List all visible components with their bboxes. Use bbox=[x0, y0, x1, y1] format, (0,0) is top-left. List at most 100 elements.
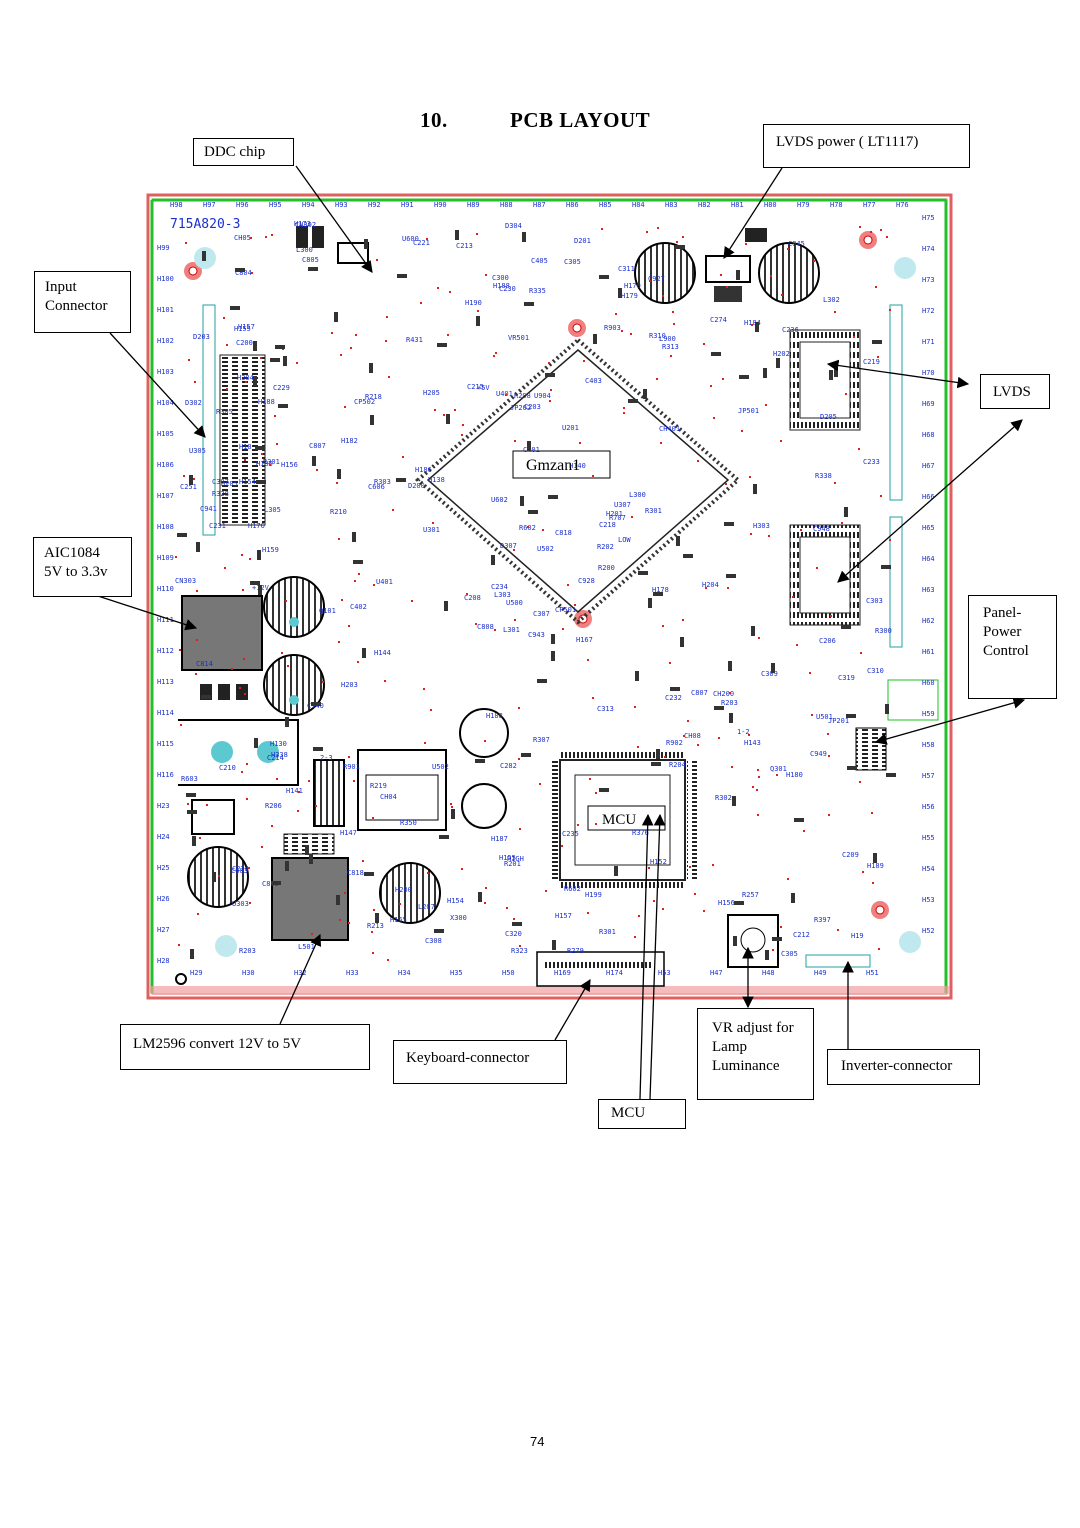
callout-aic1084-line2: 5V to 3.3v bbox=[44, 564, 108, 580]
via-marker bbox=[338, 641, 340, 643]
via-marker bbox=[246, 798, 248, 800]
silk-part-label: H173 bbox=[294, 220, 311, 228]
passive-component bbox=[711, 352, 721, 356]
silk-part-label: U602 bbox=[491, 496, 508, 504]
passive-component bbox=[212, 872, 216, 882]
silk-part-label: H205 bbox=[423, 389, 440, 397]
silk-part-label: C251 bbox=[180, 483, 197, 491]
page-number: 74 bbox=[530, 1434, 545, 1449]
via-marker bbox=[485, 274, 487, 276]
arrow-ddc-chip bbox=[295, 165, 373, 273]
callout-lm2596-text: LM2596 convert 12V to 5V bbox=[133, 1036, 302, 1052]
passive-component bbox=[254, 738, 258, 748]
silk-part-label: L501 bbox=[298, 943, 315, 951]
silk-label-left: H28 bbox=[157, 957, 170, 965]
silk-part-label: C808 bbox=[477, 623, 494, 631]
passive-component bbox=[196, 542, 200, 552]
silk-part-label: D201 bbox=[574, 237, 591, 245]
silk-label-top: H95 bbox=[269, 201, 282, 209]
silk-part-label: D205 bbox=[820, 413, 837, 421]
passive-component bbox=[308, 267, 318, 271]
via-marker bbox=[427, 872, 429, 874]
silk-part-label: C807 bbox=[691, 689, 708, 697]
silk-part-label: H189 bbox=[867, 862, 884, 870]
passive-component bbox=[309, 854, 313, 864]
silk-part-label: C805 bbox=[302, 256, 319, 264]
silk-part-label: C405 bbox=[531, 257, 548, 265]
callout-lvds-power-text: LVDS power ( LT1117) bbox=[776, 134, 919, 150]
passive-component bbox=[772, 937, 782, 941]
silk-part-label: C319 bbox=[838, 674, 855, 682]
silk-part-label: H140 bbox=[569, 462, 586, 470]
passive-component bbox=[313, 747, 323, 751]
silk-part-label: R602 bbox=[564, 885, 581, 893]
via-marker bbox=[246, 763, 248, 765]
via-marker bbox=[816, 567, 818, 569]
passive-component bbox=[628, 399, 638, 403]
callout-panel-line2: Power bbox=[983, 624, 1022, 640]
silk-label-bottom: H34 bbox=[398, 969, 411, 977]
passive-component bbox=[643, 389, 647, 399]
silk-part-label: R213 bbox=[367, 922, 384, 930]
silk-label-right: H62 bbox=[922, 617, 935, 625]
callout-aic1084: AIC1084 5V to 3.3v bbox=[33, 537, 132, 597]
via-marker bbox=[813, 260, 815, 262]
via-marker bbox=[664, 756, 666, 758]
main-chip-label: Gmzan1 bbox=[526, 457, 580, 474]
via-marker bbox=[249, 558, 251, 560]
passive-component bbox=[753, 484, 757, 494]
callout-panel-line1: Panel- bbox=[983, 605, 1022, 621]
via-marker bbox=[261, 846, 263, 848]
via-marker bbox=[388, 376, 390, 378]
passive-component bbox=[548, 495, 558, 499]
via-marker bbox=[694, 893, 696, 895]
callout-lvds-power: LVDS power ( LT1117) bbox=[763, 124, 970, 168]
via-marker bbox=[539, 783, 541, 785]
via-marker bbox=[682, 236, 684, 238]
via-marker bbox=[637, 746, 639, 748]
silk-part-label: R903 bbox=[604, 324, 621, 332]
section-title: PCB LAYOUT bbox=[510, 108, 651, 132]
silk-part-label: U305 bbox=[189, 447, 206, 455]
via-marker bbox=[687, 720, 689, 722]
via-marker bbox=[796, 644, 798, 646]
callout-keyboard-connector: Keyboard-connector bbox=[393, 1040, 567, 1084]
silk-label-right: H70 bbox=[922, 369, 935, 377]
passive-component bbox=[765, 950, 769, 960]
silk-part-label: C208 bbox=[464, 594, 481, 602]
silk-label-right: H59 bbox=[922, 710, 935, 718]
silk-part-label: R313 bbox=[662, 343, 679, 351]
via-marker bbox=[726, 286, 728, 288]
arrow-lvds-power bbox=[723, 167, 783, 259]
via-marker bbox=[193, 478, 195, 480]
via-marker bbox=[870, 231, 872, 233]
via-marker bbox=[226, 388, 228, 390]
via-marker bbox=[250, 237, 252, 239]
silk-label-right: H58 bbox=[922, 741, 935, 749]
via-marker bbox=[373, 584, 375, 586]
via-marker bbox=[550, 389, 552, 391]
via-marker bbox=[662, 908, 664, 910]
silk-label-bottom: H30 bbox=[242, 969, 255, 977]
lt1117-area bbox=[634, 228, 820, 304]
silk-part-label: U201 bbox=[562, 424, 579, 432]
via-marker bbox=[768, 535, 770, 537]
silk-part-label: R338 bbox=[815, 472, 832, 480]
via-marker bbox=[372, 952, 374, 954]
via-marker bbox=[623, 412, 625, 414]
power-jack-area bbox=[178, 708, 509, 835]
silk-part-label: H186 bbox=[415, 466, 432, 474]
via-marker bbox=[195, 673, 197, 675]
via-marker bbox=[828, 814, 830, 816]
passive-component bbox=[305, 845, 309, 855]
silk-part-label: U502 bbox=[432, 763, 449, 771]
via-marker bbox=[567, 584, 569, 586]
callout-lvds: LVDS bbox=[980, 374, 1050, 409]
via-marker bbox=[703, 910, 705, 912]
via-marker bbox=[494, 629, 496, 631]
via-marker bbox=[358, 573, 360, 575]
silk-label-top: H89 bbox=[467, 201, 480, 209]
silk-part-label: H156 bbox=[718, 899, 735, 907]
silk-part-label: +5V bbox=[477, 384, 490, 392]
inverter-connector-part bbox=[805, 954, 871, 968]
